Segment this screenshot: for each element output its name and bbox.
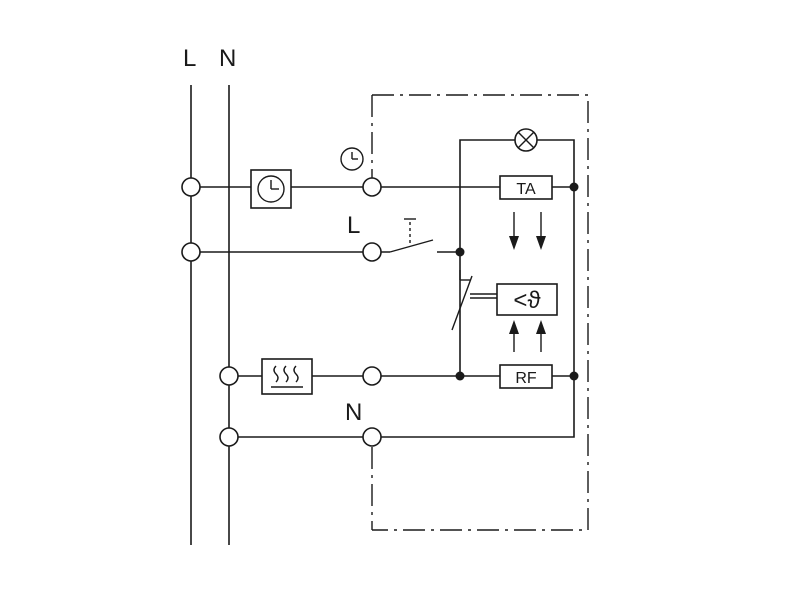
clock-icon (250, 169, 292, 209)
device-neutral-terminal-label: N (345, 399, 362, 426)
wire-row4 (238, 376, 575, 438)
down-arrows-icon (509, 212, 546, 250)
terminal-N (362, 427, 382, 447)
up-arrows-icon (509, 320, 546, 352)
device-enclosure (372, 94, 589, 531)
indicator-lamp-icon (514, 128, 538, 152)
ta-label: TA (516, 181, 536, 198)
terminal-clock (362, 177, 382, 197)
temp-sensor-block (496, 283, 558, 316)
thermal-switch-icon (451, 270, 498, 331)
pushbutton-switch-icon (389, 218, 460, 253)
rf-block (499, 364, 553, 389)
terminal-supply-L-row2 (181, 242, 201, 262)
device-line-terminal-label: L (347, 212, 360, 239)
terminal-L (362, 242, 382, 262)
terminal-supply-N-row4 (219, 427, 239, 447)
supply-neutral-label: N (219, 45, 236, 72)
clock-symbol-icon (340, 147, 364, 171)
terminal-supply-L-row1 (181, 177, 201, 197)
ta-block (499, 175, 553, 200)
rf-label: RF (515, 370, 537, 387)
terminal-supply-N-row3 (219, 366, 239, 386)
heating-element-icon (261, 358, 313, 395)
temp-sensor-label: <ϑ (513, 287, 540, 314)
junction-ta (569, 182, 579, 192)
junction-row3-left (455, 371, 465, 381)
terminal-heater (362, 366, 382, 386)
supply-line-label: L (183, 45, 196, 72)
